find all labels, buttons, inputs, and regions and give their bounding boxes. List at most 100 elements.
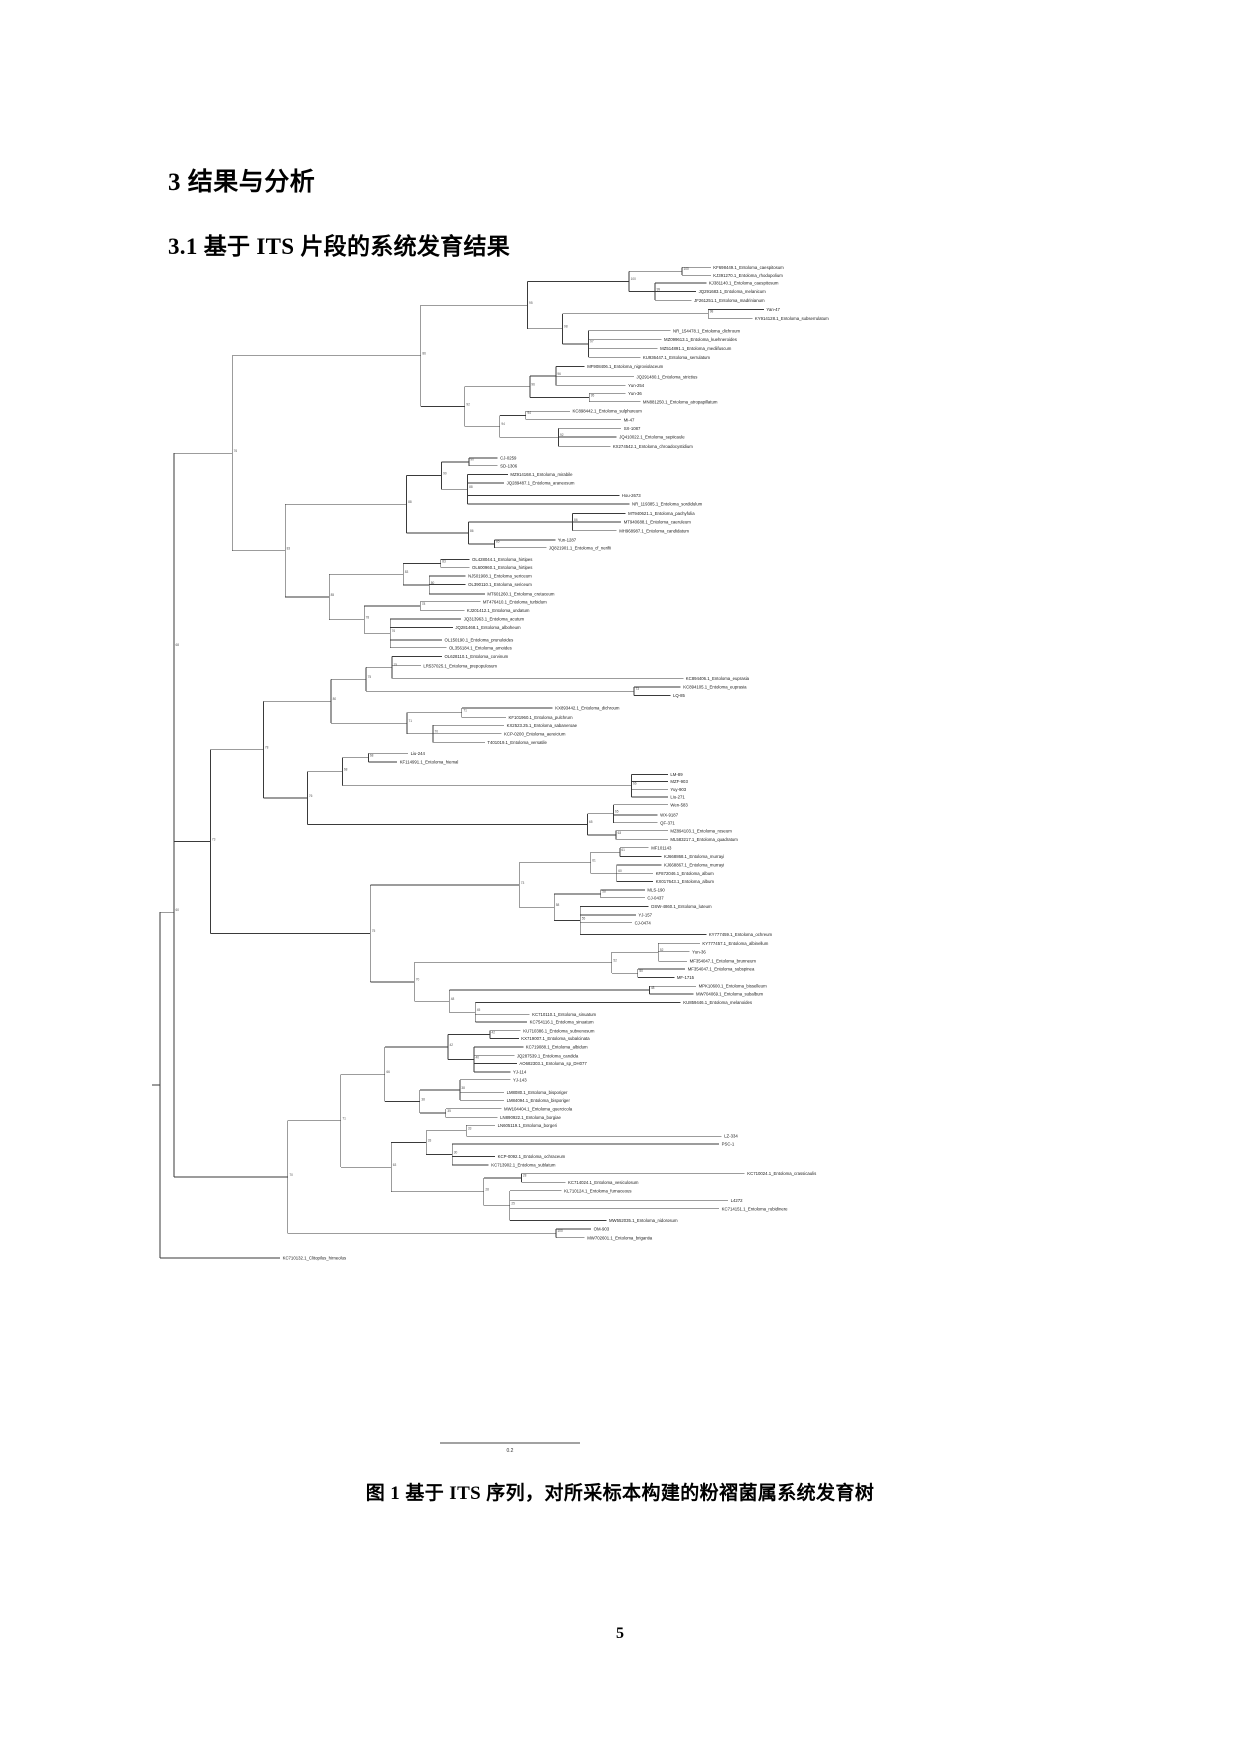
svg-text:MZ514891.1_Entoloma_mediifuscu: MZ514891.1_Entoloma_mediifuscum — [660, 346, 732, 351]
svg-text:YJ-114: YJ-114 — [513, 1070, 527, 1075]
svg-text:KCP-0092.1_Entoloma_ochraceum: KCP-0092.1_Entoloma_ochraceum — [498, 1154, 566, 1159]
svg-text:KC714024.1_Entoloma_vesiculosu: KC714024.1_Entoloma_vesiculosum — [568, 1180, 639, 1185]
svg-text:MZ914168.1_Entoloma_mirabile: MZ914168.1_Entoloma_mirabile — [510, 472, 573, 477]
svg-text:70: 70 — [435, 730, 439, 734]
svg-text:MZF-903: MZF-903 — [670, 779, 688, 784]
svg-text:70: 70 — [289, 1173, 293, 1177]
svg-text:MF101143: MF101143 — [651, 845, 672, 850]
svg-text:97: 97 — [590, 340, 594, 344]
svg-text:KX2523.25.1_Entoloma_sabaneroa: KX2523.25.1_Entoloma_sabaneroae — [507, 723, 578, 728]
svg-text:76: 76 — [309, 794, 313, 798]
svg-text:JF261251.1_Entoloma_madrinianu: JF261251.1_Entoloma_madrinianum — [694, 298, 765, 303]
svg-text:MW104404.1_Entoloma_quercicola: MW104404.1_Entoloma_quercicola — [504, 1106, 573, 1111]
svg-text:45: 45 — [477, 1008, 481, 1012]
svg-text:MLS-190: MLS-190 — [647, 888, 665, 893]
svg-text:KC713902.1_Entoloma_sublatum: KC713902.1_Entoloma_sublatum — [491, 1163, 556, 1168]
svg-text:KX274542.1_Entoloma_chroadocys: KX274542.1_Entoloma_chroadocystidium — [613, 444, 693, 449]
svg-text:YJ-157: YJ-157 — [638, 913, 652, 918]
svg-text:SD-1306: SD-1306 — [500, 463, 518, 468]
svg-text:60: 60 — [176, 908, 180, 912]
svg-text:MF354047.1_Entoloma_brunneum: MF354047.1_Entoloma_brunneum — [690, 959, 757, 964]
svg-text:65: 65 — [589, 820, 593, 824]
svg-text:MW702601.1_Entoloma_brigantia: MW702601.1_Entoloma_brigantia — [587, 1235, 653, 1240]
svg-text:92: 92 — [560, 433, 564, 437]
svg-text:68: 68 — [176, 643, 180, 647]
svg-text:MPK10600.1_Entoloma_bisselleum: MPK10600.1_Entoloma_bisselleum — [699, 984, 767, 989]
svg-text:PSC-1: PSC-1 — [722, 1142, 735, 1147]
svg-text:96: 96 — [531, 383, 535, 387]
svg-text:52: 52 — [660, 948, 664, 952]
svg-text:99: 99 — [657, 287, 661, 291]
svg-text:75: 75 — [394, 663, 398, 667]
figure-caption: 图 1 基于 ITS 序列，对所采标本构建的粉褶菌属系统发育树 — [365, 1483, 875, 1504]
svg-text:63: 63 — [618, 831, 622, 835]
svg-text:40: 40 — [476, 1055, 480, 1059]
svg-text:80: 80 — [431, 581, 435, 585]
svg-text:OL628110.1_Entoloma_corvinum: OL628110.1_Entoloma_corvinum — [445, 654, 509, 659]
svg-text:ML583217.1_Entoloma_quadratum: ML583217.1_Entoloma_quadratum — [670, 837, 738, 842]
svg-text:KF698449.1_Entoloma_caespitosu: KF698449.1_Entoloma_caespitosum — [713, 265, 784, 270]
svg-text:OM-903: OM-903 — [594, 1227, 610, 1232]
svg-text:JQ410022.1_Entoloma_sepiicaule: JQ410022.1_Entoloma_sepiicaule — [619, 435, 685, 440]
svg-text:KF101960.1_Entoloma_pulchrum: KF101960.1_Entoloma_pulchrum — [509, 715, 573, 720]
svg-text:JQ287539.1_Entoloma_candida: JQ287539.1_Entoloma_candida — [517, 1053, 579, 1058]
svg-text:KJ201412.1_Entoloma_undatum: KJ201412.1_Entoloma_undatum — [467, 608, 530, 613]
svg-text:T401019.1_Entoloma_versatile: T401019.1_Entoloma_versatile — [487, 740, 547, 745]
svg-text:NJ501908.1_Entoloma_sericeum: NJ501908.1_Entoloma_sericeum — [468, 574, 532, 579]
svg-text:LM-89: LM-89 — [670, 772, 683, 777]
svg-text:90: 90 — [470, 458, 474, 462]
svg-text:76: 76 — [392, 629, 396, 633]
svg-text:94: 94 — [501, 422, 505, 426]
svg-text:33: 33 — [428, 1138, 432, 1142]
svg-text:33: 33 — [468, 1126, 472, 1130]
svg-text:95: 95 — [591, 393, 595, 397]
svg-text:75: 75 — [372, 929, 376, 933]
svg-text:Liu-271: Liu-271 — [670, 795, 685, 800]
svg-text:76: 76 — [234, 449, 238, 453]
svg-text:MF354047.1_Entoloma_subspinea: MF354047.1_Entoloma_subspinea — [688, 967, 755, 972]
svg-text:38: 38 — [421, 1097, 425, 1101]
svg-text:100: 100 — [557, 1229, 563, 1233]
svg-text:CJ-0259: CJ-0259 — [500, 456, 517, 461]
svg-text:JQ821901.1_Entoloma_cf_nerifii: JQ821901.1_Entoloma_cf_nerifii — [549, 545, 611, 550]
phylogenetic-tree: KF698449.1_Entoloma_caespitosumKJ391270.… — [152, 265, 829, 1454]
svg-text:KC898442.1_Entoloma_sulphureum: KC898442.1_Entoloma_sulphureum — [573, 409, 643, 414]
svg-text:LN605119.1_Entoloma_borgeri: LN605119.1_Entoloma_borgeri — [498, 1123, 557, 1128]
svg-text:70: 70 — [416, 978, 420, 982]
svg-text:66: 66 — [386, 1070, 390, 1074]
svg-text:KF872046.1_Entoloma_album: KF872046.1_Entoloma_album — [656, 871, 714, 876]
svg-text:MT940621.1_Entoloma_pachyfolia: MT940621.1_Entoloma_pachyfolia — [628, 511, 695, 516]
svg-text:WX-9187: WX-9187 — [660, 813, 679, 818]
svg-text:90: 90 — [443, 471, 447, 475]
svg-text:OL356184.1_Entoloma_amoides: OL356184.1_Entoloma_amoides — [449, 645, 512, 650]
page-number: 5 — [616, 1625, 624, 1642]
svg-text:LM8080.1_Entoloma_bisporiger: LM8080.1_Entoloma_bisporiger — [507, 1090, 568, 1095]
svg-text:MZ894103.1_Entoloma_roseum: MZ894103.1_Entoloma_roseum — [670, 828, 732, 833]
svg-text:MW552035.1_Entoloma_nidorosum: MW552035.1_Entoloma_nidorosum — [609, 1218, 678, 1223]
svg-text:75: 75 — [368, 675, 372, 679]
svg-text:MT476410.1_Entoloma_turbidum: MT476410.1_Entoloma_turbidum — [483, 599, 547, 604]
svg-text:YJ-143: YJ-143 — [513, 1077, 527, 1082]
svg-text:JQ313963.1_Entoloma_acutum: JQ313963.1_Entoloma_acutum — [464, 617, 525, 622]
svg-text:MF908406.1_Entoloma_nigroviola: MF908406.1_Entoloma_nigroviolaceum — [587, 364, 663, 369]
svg-text:OL150190.1_Entoloma_prunuloide: OL150190.1_Entoloma_prunuloides — [445, 638, 514, 643]
svg-text:KC894406.1_Entoloma_euprasia: KC894406.1_Entoloma_euprasia — [686, 676, 750, 681]
svg-text:KX719007.1_Entoloma_subalcinat: KX719007.1_Entoloma_subalcinata — [521, 1036, 590, 1041]
svg-text:KC710132.1_Clitopilus_hirneolu: KC710132.1_Clitopilus_hirneolus — [283, 1256, 347, 1261]
svg-text:LR537025.1_Entoloma_prepopulos: LR537025.1_Entoloma_prepopulosum — [423, 663, 497, 668]
svg-text:CJ-0474: CJ-0474 — [635, 920, 652, 925]
svg-text:98: 98 — [564, 325, 568, 329]
svg-text:Liu-244: Liu-244 — [411, 751, 426, 756]
svg-text:Yun-36: Yun-36 — [692, 949, 706, 954]
svg-text:58: 58 — [556, 903, 560, 907]
svg-text:52: 52 — [613, 958, 617, 962]
svg-text:78: 78 — [422, 602, 426, 606]
svg-text:88: 88 — [408, 500, 412, 504]
svg-text:Yun-1287: Yun-1287 — [558, 538, 577, 543]
svg-text:48: 48 — [651, 986, 655, 990]
svg-text:MT940688.1_Entoloma_caeruleum: MT940688.1_Entoloma_caeruleum — [624, 520, 692, 525]
svg-text:LQ-85: LQ-85 — [673, 693, 686, 698]
svg-text:Wen-583: Wen-583 — [670, 802, 688, 807]
svg-text:SX-1087: SX-1087 — [624, 426, 641, 431]
